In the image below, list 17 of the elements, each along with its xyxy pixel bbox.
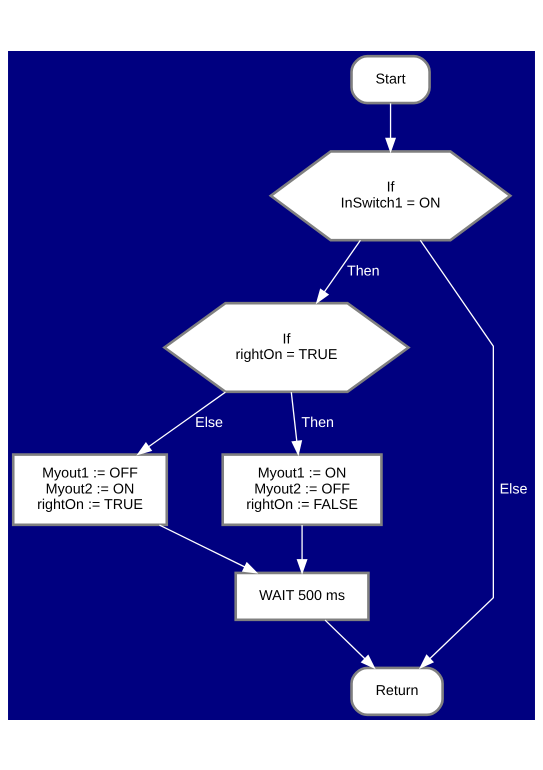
edge-label: Else [500, 480, 528, 497]
arrow [159, 524, 258, 574]
arrow [316, 239, 361, 304]
arrow [324, 619, 376, 669]
node-box: Myout1 := OFF Myout2 := ON rightOn := TRUE [12, 452, 168, 526]
arrow [418, 239, 494, 669]
arrow [136, 391, 226, 455]
edge-label: Else [195, 414, 223, 430]
arrow [385, 102, 396, 153]
node-box: Return [350, 666, 444, 716]
node-box: Myout1 := ON Myout2 := OFF rightOn := FALSE [221, 452, 383, 526]
arrow [290, 392, 302, 456]
node-box: Start [350, 54, 431, 104]
edge-label: Then [346, 262, 380, 279]
node-box: WAIT 500 ms [234, 571, 370, 621]
edge-label: Then [301, 414, 334, 430]
arrow [296, 524, 308, 574]
